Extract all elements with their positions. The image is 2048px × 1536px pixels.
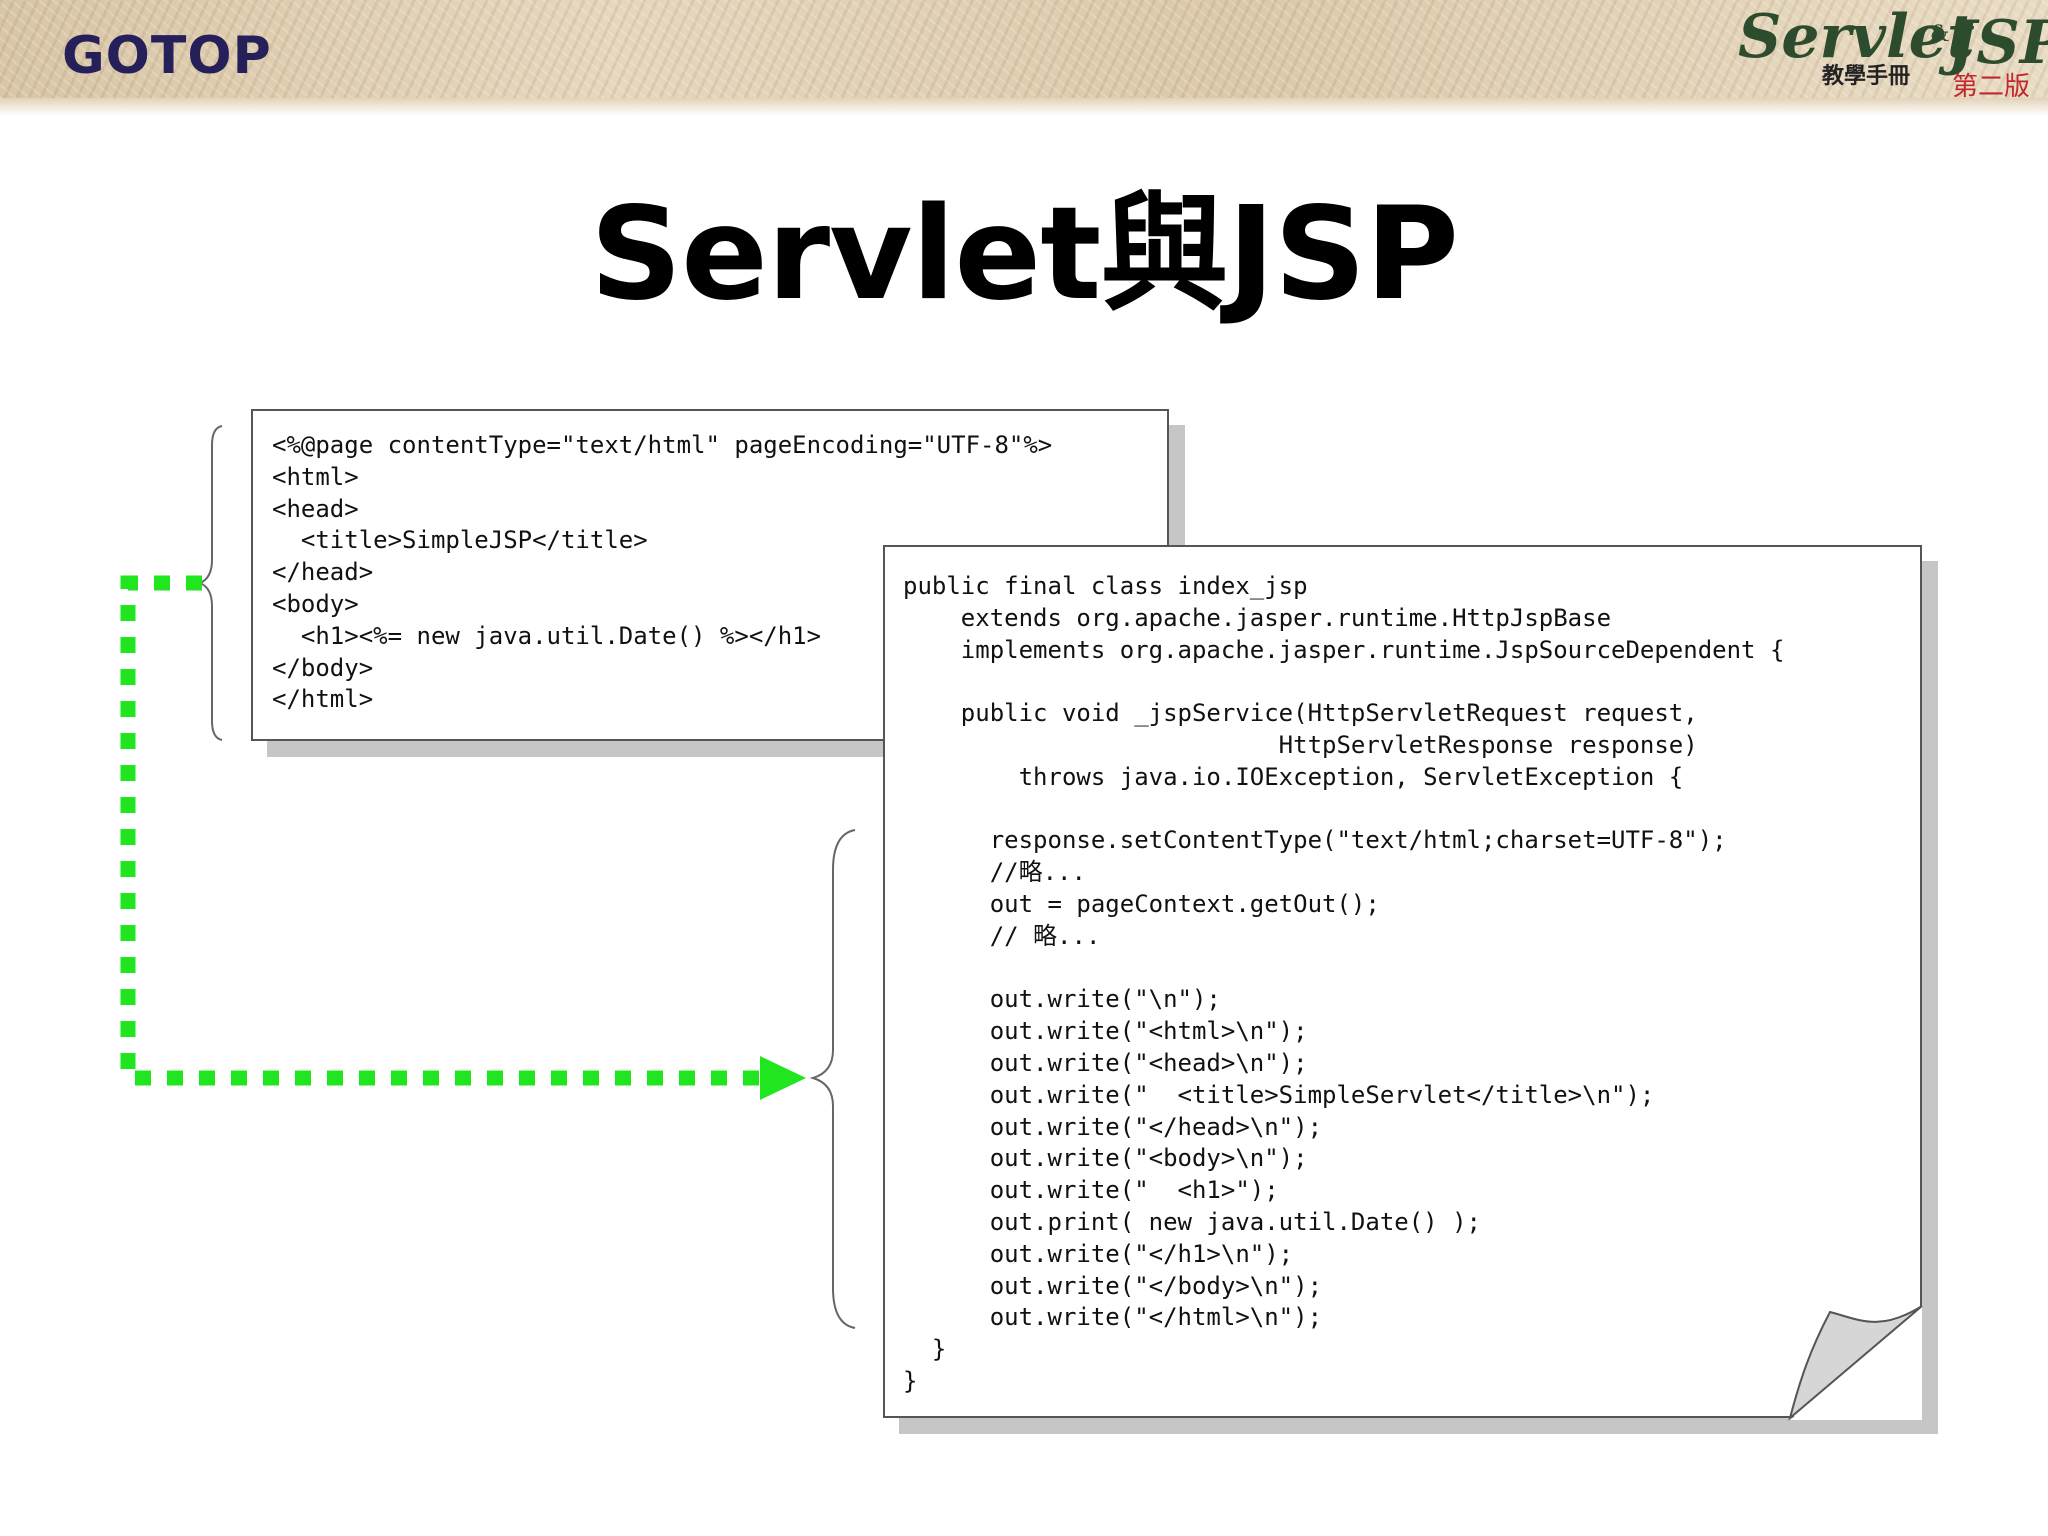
slide-title: Servlet與JSP — [589, 180, 1459, 329]
brand-edition: 第二版 — [1952, 72, 2031, 102]
servlet-code-line: response.setContentType("text/html;chars… — [903, 826, 1727, 855]
servlet-code-line: out.write("<body>\n"); — [903, 1144, 1308, 1173]
translation-arrow-line — [120, 575, 760, 1086]
jsp-code-line: </head> — [272, 558, 374, 587]
servlet-code-line: public void _jspService(HttpServletReque… — [903, 699, 1698, 728]
servlet-code-line: out.write(" <title>SimpleServlet</title>… — [903, 1080, 1655, 1109]
gotop-logo: GOTOP — [62, 26, 272, 86]
servlet-code-line: } — [903, 1335, 947, 1364]
translation-arrow-head — [760, 1056, 806, 1100]
jsp-code-line: <body> — [272, 589, 359, 618]
book-brand-logo: Servlet & JSP 教學手冊 第二版 — [1730, 2, 2048, 102]
header-band — [0, 0, 2048, 98]
jsp-code-line: <title>SimpleJSP</title> — [272, 526, 648, 555]
jsp-code-line: </html> — [272, 685, 374, 714]
servlet-code-line: // 略... — [903, 921, 1101, 950]
servlet-code-line: //略... — [903, 858, 1086, 887]
servlet-code-line: public final class index_jsp — [903, 572, 1308, 600]
brand-subtitle: 教學手冊 — [1822, 64, 1911, 89]
servlet-code-line: out.print( new java.util.Date() ); — [903, 1207, 1481, 1236]
jsp-source-code: <%@page contentType="text/html" pageEnco… — [272, 430, 1052, 716]
jsp-code-line: <%@page contentType="text/html" pageEnco… — [272, 431, 1053, 459]
servlet-code-line: out.write("\n"); — [903, 985, 1221, 1014]
servlet-code-line: out.write(" <h1>"); — [903, 1176, 1279, 1205]
servlet-code-line: out.write("</html>\n"); — [903, 1303, 1323, 1332]
jsp-code-line: </body> — [272, 653, 374, 682]
servlet-source-box — [883, 545, 1922, 1418]
servlet-code-line: HttpServletResponse response) — [903, 730, 1698, 759]
jsp-code-line: <head> — [272, 494, 359, 523]
header-fade — [0, 98, 2048, 116]
brand-title-part1: Servlet — [1738, 2, 1975, 72]
servlet-code-line: out.write("<head>\n"); — [903, 1048, 1308, 1077]
servlet-source-code: public final class index_jsp extends org… — [903, 571, 1784, 1398]
servlet-brace — [809, 829, 856, 1329]
jsp-code-line: <html> — [272, 462, 359, 491]
servlet-code-line: } — [903, 1366, 918, 1395]
servlet-code-line: throws java.io.IOException, ServletExcep… — [903, 762, 1684, 791]
servlet-code-line: out.write("</h1>\n"); — [903, 1239, 1294, 1268]
servlet-code-line: out.write("</head>\n"); — [903, 1112, 1323, 1141]
jsp-code-line: <h1><%= new java.util.Date() %></h1> — [272, 621, 822, 650]
jsp-brace — [197, 425, 223, 741]
servlet-code-line: extends org.apache.jasper.runtime.HttpJs… — [903, 603, 1612, 632]
brand-title-part2: JSP — [1948, 8, 2048, 78]
brand-ampersand: & — [1930, 22, 1950, 47]
servlet-code-line: out = pageContext.getOut(); — [903, 889, 1380, 918]
servlet-code-line: out.write("</body>\n"); — [903, 1271, 1323, 1300]
servlet-code-line: implements org.apache.jasper.runtime.Jsp… — [903, 635, 1785, 664]
servlet-code-line: out.write("<html>\n"); — [903, 1017, 1308, 1046]
page-fold-corner — [1788, 1305, 1923, 1421]
